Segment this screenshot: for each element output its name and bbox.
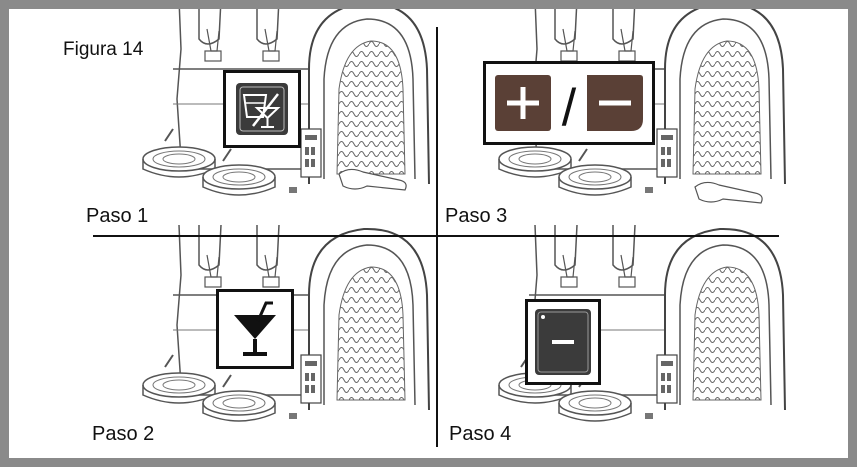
step-3-label: Paso 3	[445, 205, 507, 228]
cup-cocktail-switch-icon	[223, 70, 301, 148]
minus-button-icon	[525, 299, 601, 385]
step-4-label: Paso 4	[449, 423, 511, 446]
step-1-label: Paso 1	[86, 205, 148, 228]
figure-title: Figura 14	[63, 39, 143, 61]
cocktail-glass-icon	[216, 289, 294, 369]
plus-minus-buttons-icon: /	[483, 61, 655, 145]
step-2-label: Paso 2	[92, 423, 154, 446]
figure-illustration	[9, 9, 848, 458]
slash-separator: /	[562, 79, 577, 137]
